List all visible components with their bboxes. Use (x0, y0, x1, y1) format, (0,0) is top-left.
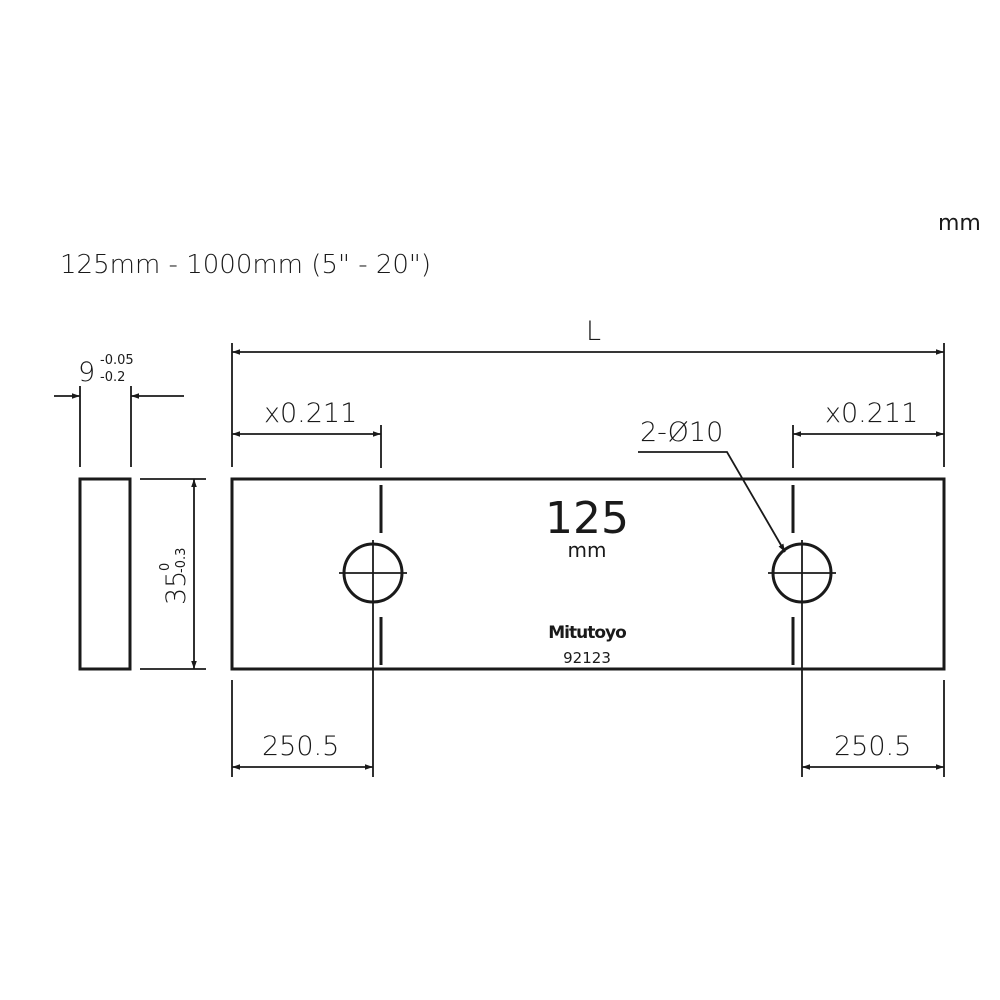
height-tol-upper: 0 (158, 563, 173, 571)
hole-offset-right: x0.211 (825, 398, 918, 429)
front-view: L x0.211 x0.211 2-Ø10 125 mm Mitutoyo (230, 316, 946, 777)
edge-distance-left: 250.5 (262, 731, 339, 762)
side-profile (78, 477, 132, 671)
hole-left (339, 540, 407, 606)
unit-label: mm (938, 211, 981, 236)
engraving-size: 125 (545, 493, 629, 544)
height-dim: 35 (161, 571, 192, 605)
length-label: L (586, 316, 601, 347)
thickness-tol-lower: -0.2 (100, 370, 125, 385)
edge-distance-right: 250.5 (834, 731, 911, 762)
thickness-tol-upper: -0.05 (100, 353, 134, 368)
engraving-unit: mm (568, 538, 607, 562)
thickness-dim: 9 (78, 357, 95, 388)
hole-right (768, 540, 836, 606)
brand-logo: Mitutoyo (548, 623, 626, 643)
side-view: 9 -0.05 -0.2 35 0 -0.3 (54, 353, 206, 671)
part-number: 92123 (563, 649, 611, 667)
height-tol-lower: -0.3 (174, 548, 189, 573)
hole-offset-left: x0.211 (264, 398, 357, 429)
gauge-block-body (230, 477, 946, 671)
hole-callout: 2-Ø10 (640, 417, 723, 448)
range-title: 125mm - 1000mm (5" - 20") (60, 250, 431, 280)
